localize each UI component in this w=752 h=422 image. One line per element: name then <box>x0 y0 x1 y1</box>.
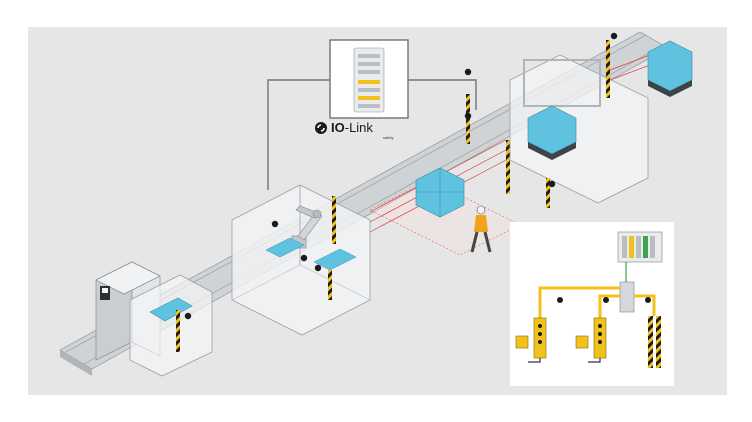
safety-zone-middle <box>369 94 521 256</box>
brand-name-suffix: -Link <box>344 120 373 135</box>
connector-icon <box>610 32 618 40</box>
pallet-icon <box>415 167 465 218</box>
connector-icon <box>557 297 563 303</box>
connector-icon <box>548 180 556 188</box>
light-curtain-icon <box>332 196 336 244</box>
connector-icon <box>603 297 609 303</box>
light-curtain-icon <box>606 40 610 98</box>
connector-icon <box>464 112 472 120</box>
connector-icons <box>184 32 618 320</box>
connector-icon <box>271 220 279 228</box>
connector-icon <box>645 297 651 303</box>
connector-icon <box>184 312 192 320</box>
connector-icon <box>300 254 308 262</box>
light-curtain-icon <box>176 310 180 352</box>
io-link-brand-label: IO-Link <box>331 121 373 134</box>
safety-switch-icon <box>575 317 607 363</box>
topology-inset <box>510 222 674 386</box>
packaging-machine <box>95 261 213 377</box>
brand-subtitle: safety <box>383 135 394 140</box>
robot-arm-icon <box>291 205 323 249</box>
io-link-logo-icon <box>315 122 327 134</box>
robot-cell <box>231 184 371 336</box>
worker-icon <box>470 205 492 253</box>
light-curtain-icon <box>506 140 510 194</box>
connector-icon <box>464 68 472 76</box>
safety-switch-icon <box>515 317 547 363</box>
brand-name-prefix: IO <box>331 120 345 135</box>
light-curtain-icon <box>546 178 550 208</box>
connector-icon <box>314 264 322 272</box>
palletizer <box>509 40 693 208</box>
control-cabinet-icon <box>267 39 477 190</box>
light-curtain-icon <box>328 270 332 300</box>
light-curtain-icon <box>648 316 661 368</box>
